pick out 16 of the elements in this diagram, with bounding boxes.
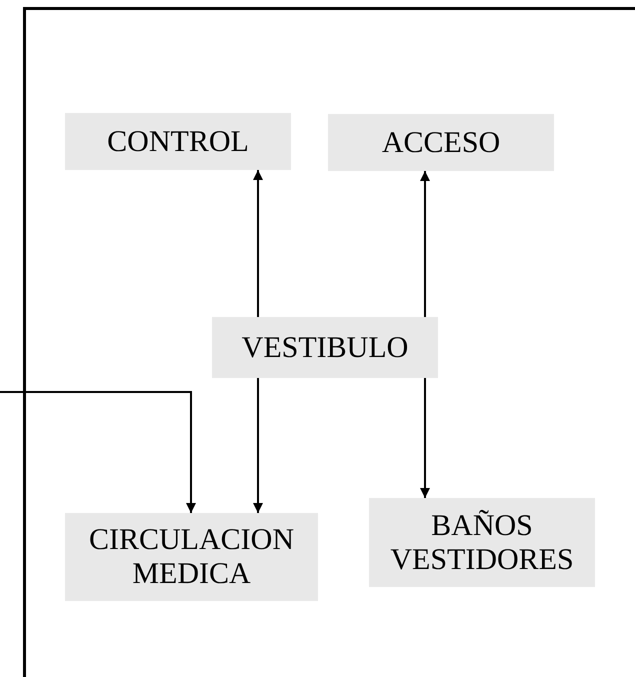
arrow: [420, 171, 430, 317]
room-box: [328, 114, 554, 171]
room-box: [369, 498, 595, 587]
arrow: [253, 170, 263, 317]
arrow: [253, 378, 263, 513]
room-label: BAÑOS VESTIDORES: [389, 508, 575, 576]
arrow: [420, 378, 430, 498]
arrow: [0, 391, 196, 513]
room-label: VESTIBULO: [242, 330, 408, 364]
room-label: ACCESO: [382, 126, 500, 160]
room-label: CIRCULACION MEDICA: [88, 523, 295, 591]
room-label: CONTROL: [107, 124, 249, 158]
room-box: [65, 513, 318, 601]
outline-frame: [23, 7, 635, 677]
room-box: [212, 317, 438, 378]
room-box: [65, 113, 291, 170]
